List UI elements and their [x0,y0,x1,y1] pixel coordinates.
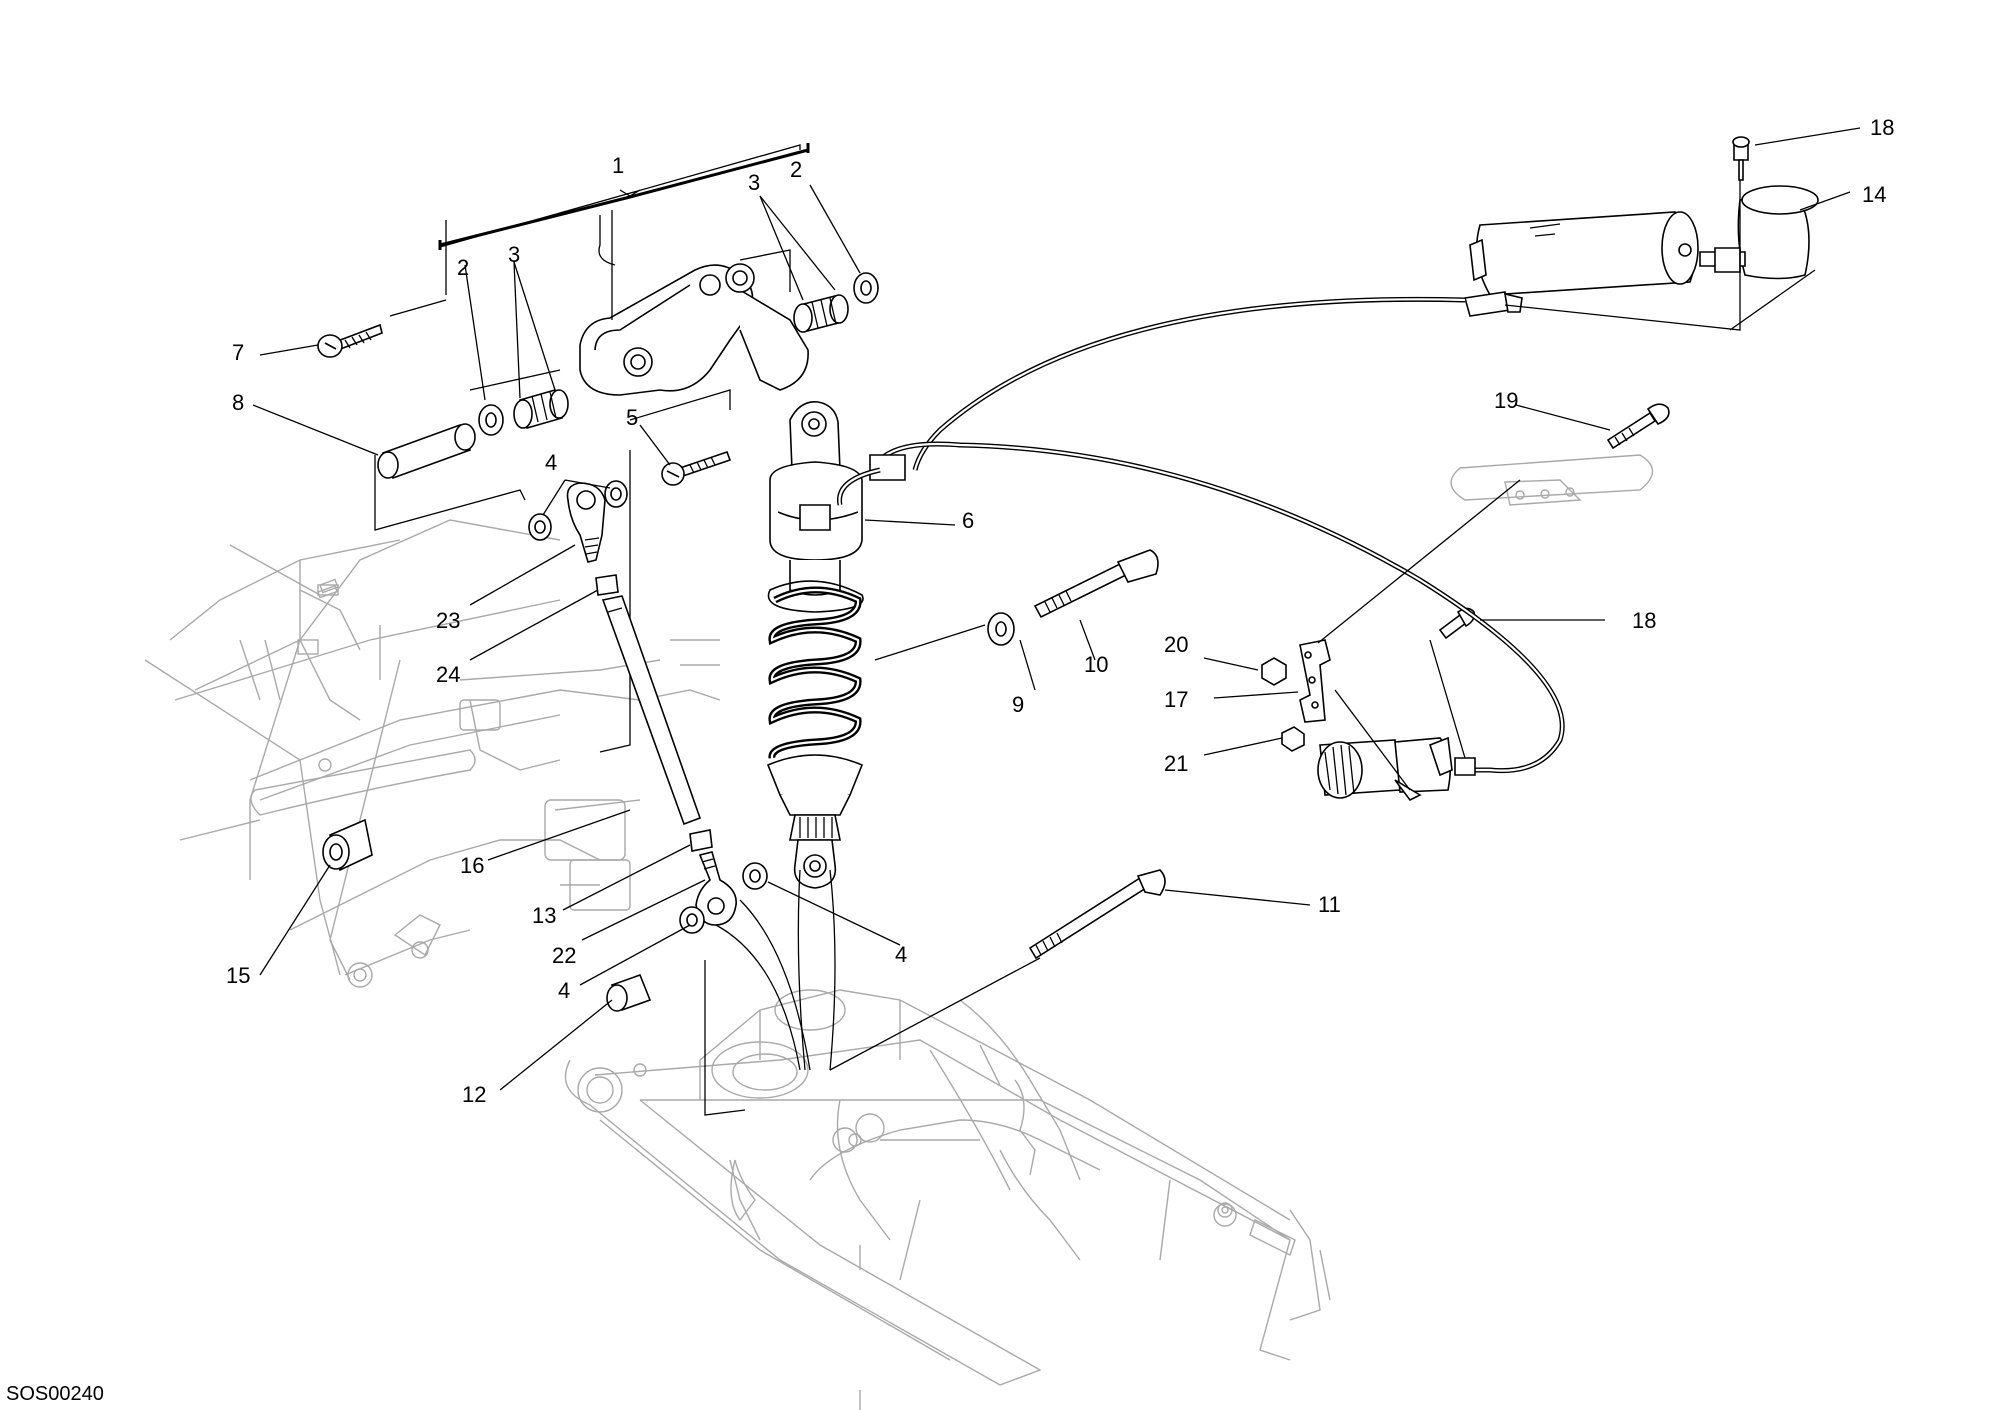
callout-4-lower: 4 [558,978,570,1003]
clamp-14 [1699,185,1819,280]
callout-4-top: 4 [545,450,557,475]
diagram-code: SOS00240 [6,1383,104,1405]
washer-2-right [853,272,879,304]
mount-plate [1450,454,1654,506]
callout-16: 16 [460,853,484,878]
hydraulic-lines [837,296,1565,776]
callout-18-top: 18 [1870,115,1894,140]
nut-22 [689,829,713,852]
callout-12: 12 [462,1082,486,1107]
bearings-3-right [793,294,849,333]
rod-end-23 [566,482,606,563]
callout-24: 24 [436,662,460,687]
callout-10: 10 [1084,652,1108,677]
screw-18-top [1732,136,1750,181]
shock-absorber [766,401,864,889]
washer-9 [987,612,1015,646]
callout-23: 23 [436,608,460,633]
nut-21 [1281,726,1305,752]
callout-2-right: 2 [790,157,802,182]
rod-end-lower [695,851,737,926]
bearings-3-left [513,389,569,429]
callouts: 1 2 2 3 3 4 4 4 5 6 7 8 9 10 11 12 13 14… [226,115,1894,1107]
callout-7: 7 [232,340,244,365]
bolt-5 [661,450,732,486]
nut-20 [1261,657,1287,686]
leader-lines [252,127,1861,1091]
swingarm-outline [564,989,1331,1410]
bolt-10 [1033,549,1159,619]
callout-6: 6 [962,508,974,533]
callout-15: 15 [226,963,250,988]
pin-8 [377,423,476,480]
callout-18-lower: 18 [1632,608,1656,633]
bushing-12 [606,973,652,1012]
bolt-11 [1028,869,1166,960]
bracket-17 [1299,639,1331,723]
callout-21: 21 [1164,751,1188,776]
callout-8: 8 [232,390,244,415]
callout-2-left: 2 [457,255,469,280]
callout-14: 14 [1862,182,1886,207]
bolt-7 [317,323,383,358]
callout-3-right: 3 [748,170,760,195]
tie-rod-16 [601,595,702,826]
rocker-linkage [579,263,809,396]
rubber-block-15 [322,818,373,872]
remote-reservoir [1463,211,1699,317]
callout-1: 1 [612,153,624,178]
bushings-4-lower [679,862,768,934]
callout-13: 13 [532,903,556,928]
screw-19 [1606,403,1670,450]
callout-17: 17 [1164,687,1188,712]
callout-5: 5 [626,405,638,430]
callout-11: 11 [1318,892,1341,917]
washer-2-left [478,404,504,436]
callout-19: 19 [1494,388,1518,413]
group-brackets [374,220,791,1116]
preload-adjuster [1317,736,1453,802]
nut-24 [595,574,619,596]
frame-outline [144,519,721,988]
callout-20: 20 [1164,632,1188,657]
callout-3-left: 3 [508,242,520,267]
callout-9: 9 [1012,692,1024,717]
callout-22: 22 [552,943,576,968]
bushings-4-top [528,480,628,541]
callout-4-right: 4 [895,942,907,967]
